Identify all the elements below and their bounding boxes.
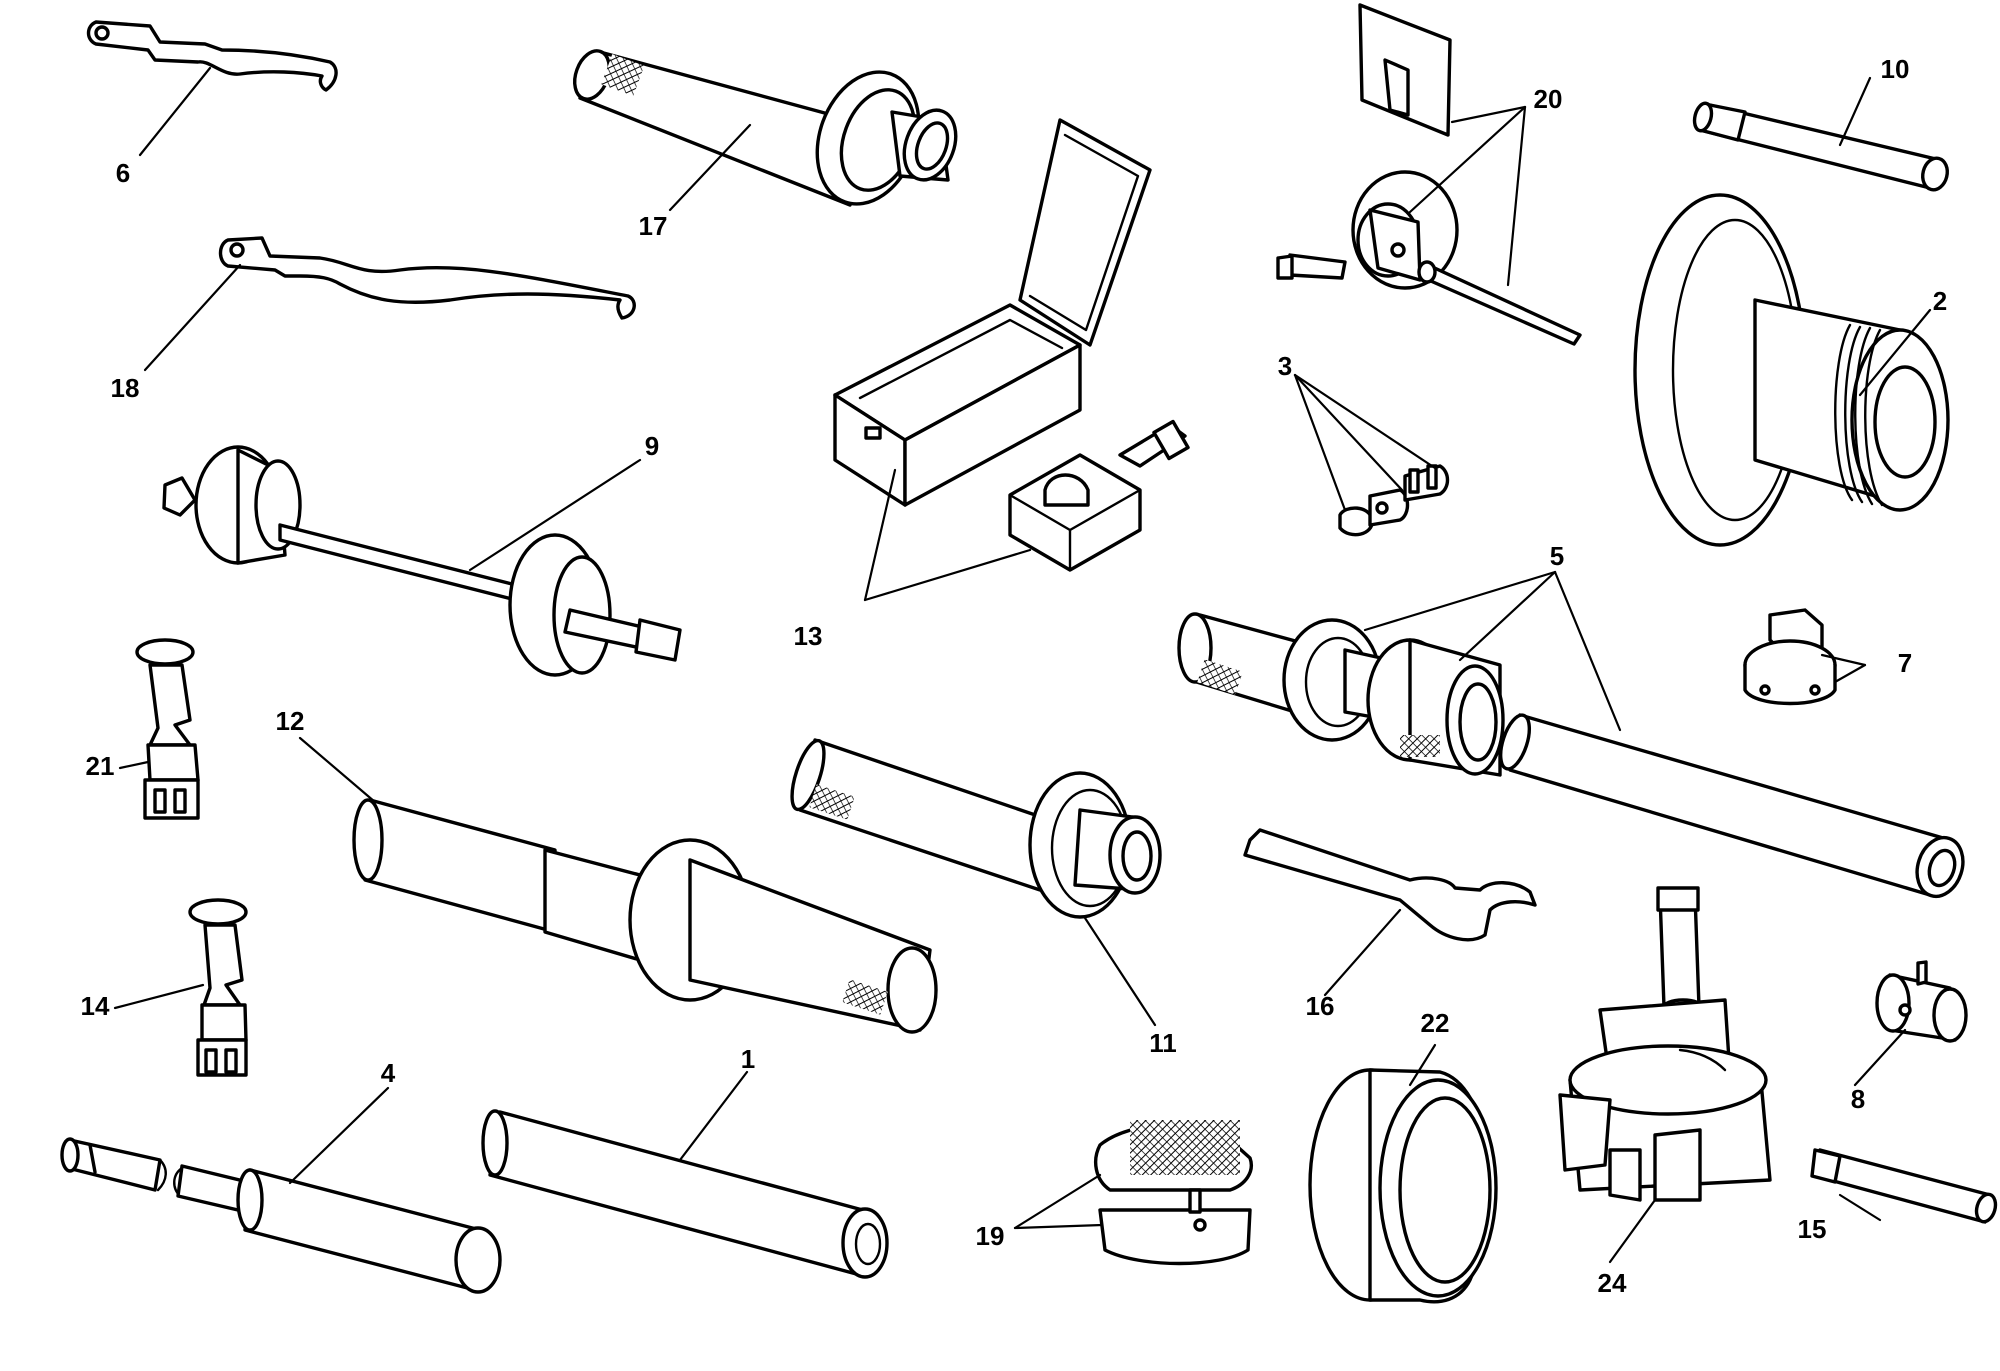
part-15-pin: [1810, 1148, 1998, 1224]
callout-5: 5: [1550, 541, 1564, 571]
callout-18: 18: [111, 373, 140, 403]
part-24-tool-holder: [1558, 886, 1772, 1202]
callout-20: 20: [1534, 84, 1563, 114]
part-3-chain-link-set: [1338, 464, 1450, 537]
part-9-bearing-puller: [162, 445, 682, 677]
callout-7: 7: [1898, 648, 1912, 678]
callout-17: 17: [639, 211, 668, 241]
part-8-collar: [1875, 960, 1968, 1043]
callout-14: 14: [81, 991, 110, 1021]
part-14-clamp-tool: [188, 898, 248, 1077]
callout-1: 1: [741, 1044, 755, 1074]
callout-4: 4: [381, 1058, 396, 1088]
leader-lines: [113, 66, 1932, 1264]
callout-2: 2: [1933, 286, 1947, 316]
part-17-tube-with-flange: [573, 49, 958, 207]
part-21-clamp-tool: [135, 638, 200, 820]
part-6-hook-spanner: [86, 20, 338, 92]
part-12-stepped-drift: [352, 798, 938, 1034]
part-20-plate-and-roller: [1276, 3, 1582, 346]
callout-19: 19: [976, 1221, 1005, 1251]
part-1-drift-tube: [481, 1109, 889, 1279]
part-13-box-and-tool: [833, 118, 1190, 572]
callout-10: 10: [1881, 54, 1910, 84]
callout-24: 24: [1598, 1268, 1627, 1298]
callout-labels: 1 2 3 4 5 6 7 8 9 10 11 12 13 14 15 16 1…: [81, 54, 1948, 1298]
part-5-drift-set: [1177, 612, 1965, 899]
callout-6: 6: [116, 158, 130, 188]
callout-3: 3: [1278, 351, 1292, 381]
callout-22: 22: [1421, 1008, 1450, 1038]
callout-12: 12: [276, 706, 305, 736]
callout-9: 9: [645, 431, 659, 461]
callout-8: 8: [1851, 1084, 1865, 1114]
part-22-ring: [1308, 1068, 1498, 1304]
part-4-stepped-drift: [60, 1137, 502, 1294]
part-10-stepped-pin: [1692, 101, 1949, 192]
callout-21: 21: [86, 751, 115, 781]
part-19-split-bushing: [1093, 1120, 1253, 1266]
part-2-threaded-flanged-sleeve: [1633, 193, 1950, 547]
callout-15: 15: [1798, 1214, 1827, 1244]
callout-13: 13: [794, 621, 823, 651]
part-7-adapter: [1743, 608, 1837, 706]
part-18-hook-spanner: [218, 236, 636, 320]
part-16-flat-spanner: [1243, 828, 1537, 942]
callout-11: 11: [1149, 1028, 1177, 1058]
part-11-tube-with-flange: [790, 738, 1162, 919]
callout-16: 16: [1306, 991, 1335, 1021]
